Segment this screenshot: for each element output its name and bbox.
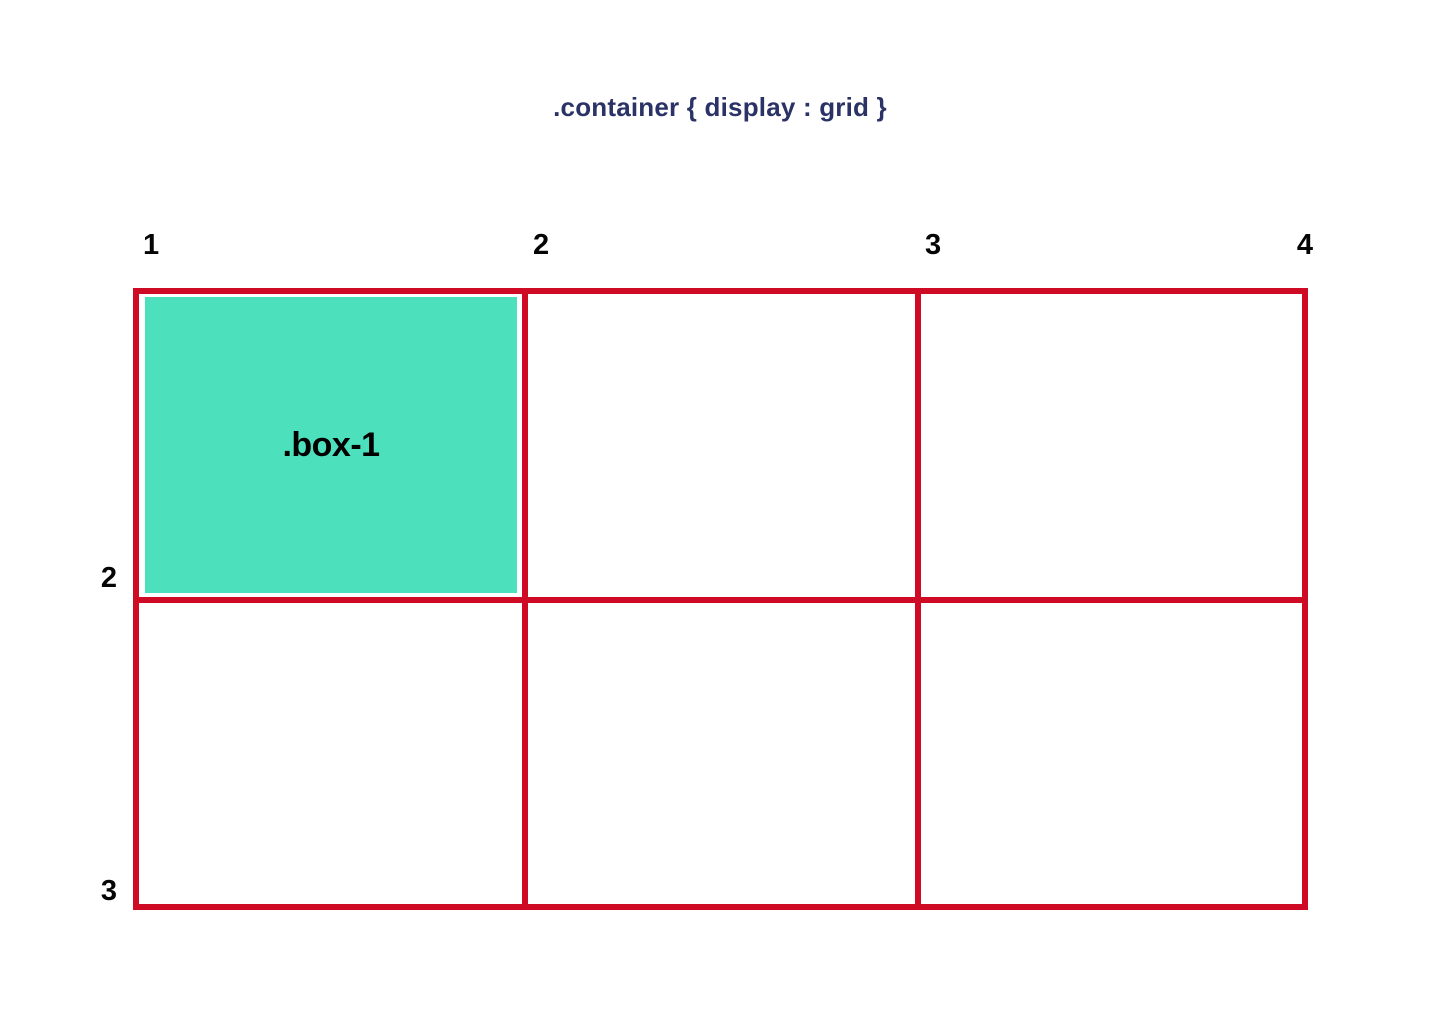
grid-item-box-1[interactable]: .box-1 xyxy=(145,297,517,593)
row-line-label-2: 2 xyxy=(100,562,117,594)
grid-cell-row1-col2[interactable] xyxy=(528,294,915,597)
column-line-label-1: 1 xyxy=(143,229,160,261)
row-line-label-3: 3 xyxy=(100,875,117,907)
grid-cell-row2-col1[interactable] xyxy=(139,603,522,904)
grid-item-box-1-label: .box-1 xyxy=(282,425,380,464)
grid-cell-row2-col3[interactable] xyxy=(921,603,1302,904)
grid-row-line-2 xyxy=(133,597,1308,603)
column-line-label-3: 3 xyxy=(925,229,942,261)
page-title: .container { display : grid } xyxy=(553,92,887,122)
column-line-label-2: 2 xyxy=(533,229,550,261)
column-line-label-4: 4 xyxy=(1296,229,1313,261)
grid-cell-row1-col3[interactable] xyxy=(921,294,1302,597)
grid-cell-row2-col2[interactable] xyxy=(528,603,915,904)
